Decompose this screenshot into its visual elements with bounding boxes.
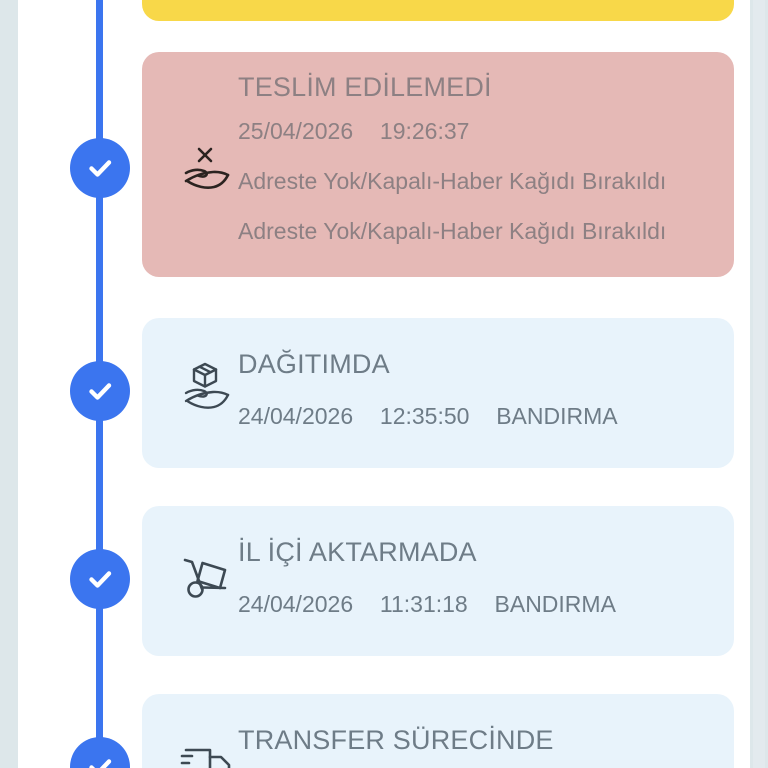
status-datetime: 24/04/2026 11:31:18 BANDIRMA	[238, 589, 720, 619]
timeline-marker-il-ici-aktarmada[interactable]	[70, 549, 130, 609]
status-card-clipped-top[interactable]	[142, 0, 734, 21]
timeline-marker-teslim-edilemedi[interactable]	[70, 138, 130, 198]
status-datetime: 24/04/2026 12:35:50 BANDIRMA	[238, 401, 720, 431]
status-time: 19:26:37	[379, 118, 470, 144]
status-location: BANDIRMA	[494, 591, 616, 617]
status-title: TESLİM EDİLEMEDİ	[238, 72, 492, 102]
content-sheet: TESLİM EDİLEMEDİ 25/04/2026 19:26:37 Adr…	[18, 0, 750, 768]
card-body: TESLİM EDİLEMEDİ 25/04/2026 19:26:37 Adr…	[238, 70, 720, 266]
timeline-marker-dagitimda[interactable]	[70, 361, 130, 421]
card-body: TRANSFER SÜRECİNDE	[238, 723, 720, 768]
status-title: TRANSFER SÜRECİNDE	[238, 725, 554, 755]
status-time: 11:31:18	[379, 591, 468, 617]
check-icon	[89, 759, 112, 768]
status-card-dagitimda[interactable]: DAĞITIMDA 24/04/2026 12:35:50 BANDIRMA	[142, 318, 734, 468]
status-date: 24/04/2026	[238, 591, 354, 617]
delivery-truck-icon	[176, 732, 240, 768]
card-body: İL İÇİ AKTARMADA 24/04/2026 11:31:18 BAN…	[238, 535, 720, 619]
status-date: 24/04/2026	[238, 403, 354, 429]
status-date: 25/04/2026	[238, 118, 354, 144]
check-icon	[89, 571, 112, 588]
card-body: DAĞITIMDA 24/04/2026 12:35:50 BANDIRMA	[238, 347, 720, 431]
right-gutter	[750, 0, 768, 768]
status-note: Adreste Yok/Kapalı-Haber Kağıdı Bırakıld…	[238, 218, 667, 244]
scroll-rail[interactable]	[753, 0, 765, 768]
timeline-marker-transfer-surecinde[interactable]	[70, 737, 130, 768]
status-note: Adreste Yok/Kapalı-Haber Kağıdı Bırakıld…	[238, 168, 667, 194]
status-datetime: 25/04/2026 19:26:37	[238, 116, 720, 146]
left-gutter	[0, 0, 18, 768]
status-title: DAĞITIMDA	[238, 349, 390, 379]
status-time: 12:35:50	[379, 403, 470, 429]
check-icon	[89, 160, 112, 177]
hand-truck-icon	[176, 544, 240, 608]
status-card-transfer-surecinde[interactable]: TRANSFER SÜRECİNDE	[142, 694, 734, 768]
status-card-teslim-edilemedi[interactable]: TESLİM EDİLEMEDİ 25/04/2026 19:26:37 Adr…	[142, 52, 734, 277]
status-location: BANDIRMA	[496, 403, 618, 429]
box-on-hand-icon	[176, 356, 240, 420]
hand-x-icon	[176, 138, 240, 202]
check-icon	[89, 383, 112, 400]
status-card-il-ici-aktarmada[interactable]: İL İÇİ AKTARMADA 24/04/2026 11:31:18 BAN…	[142, 506, 734, 656]
status-title: İL İÇİ AKTARMADA	[238, 537, 477, 567]
